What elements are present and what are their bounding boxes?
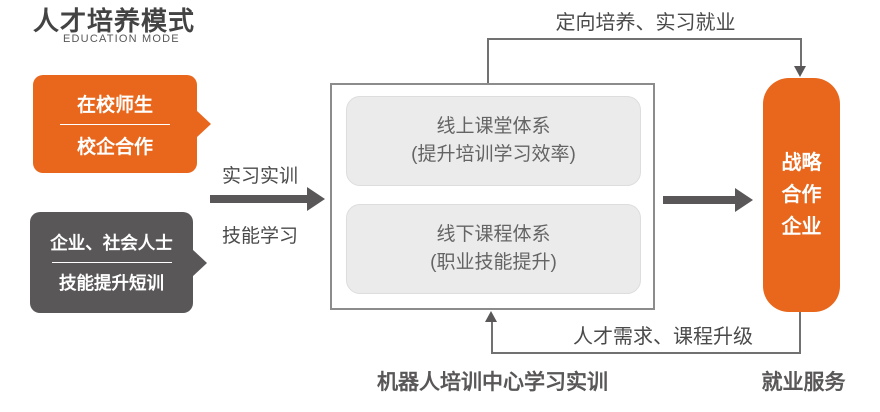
page-subtitle: EDUCATION MODE xyxy=(63,33,180,45)
bottom-flow-label: 人才需求、课程升级 xyxy=(573,326,753,348)
course-subtitle: (职业技能提升) xyxy=(430,252,557,273)
arrowhead-up-icon xyxy=(485,311,497,322)
connector-line xyxy=(487,38,489,83)
pill-line: 战略 xyxy=(781,152,822,174)
arrow-shaft xyxy=(663,196,736,204)
course-subtitle: (提升培训学习效率) xyxy=(411,144,576,165)
arrow-shaft xyxy=(210,195,308,203)
callout-line-1: 企业、社会人士 xyxy=(50,233,173,253)
top-flow-label: 定向培养、实习就业 xyxy=(555,12,736,34)
training-center-caption: 机器人培训中心学习实训 xyxy=(377,371,608,394)
arrow-right-icon xyxy=(663,188,753,212)
page-title: 人才培养模式 xyxy=(33,6,196,36)
connector-line xyxy=(799,312,801,354)
training-center-container: 线上课堂体系 (提升培训学习效率) 线下课程体系 (职业技能提升) xyxy=(330,83,655,310)
employment-service-caption: 就业服务 xyxy=(761,371,846,394)
pill-line: 合作 xyxy=(781,184,822,206)
callout-divider xyxy=(51,262,172,263)
offline-course-box: 线下课程体系 (职业技能提升) xyxy=(346,204,641,294)
strategic-partner-box: 战略 合作 企业 xyxy=(763,78,840,312)
callout-line-2: 技能提升短训 xyxy=(59,273,164,293)
online-course-box: 线上课堂体系 (提升培训学习效率) xyxy=(346,96,641,186)
callout-pointer-icon xyxy=(196,110,211,138)
course-title: 线下课程体系 xyxy=(436,224,551,246)
callout-pointer-icon xyxy=(192,248,207,277)
mid-arrow-label-bottom: 技能学习 xyxy=(222,226,299,247)
pill-line: 企业 xyxy=(781,216,822,238)
callout-school-staff: 在校师生 校企合作 xyxy=(33,75,211,173)
connector-line xyxy=(491,322,493,352)
callout-line-1: 在校师生 xyxy=(76,94,153,116)
arrow-head xyxy=(735,188,753,212)
callout-divider xyxy=(60,123,170,125)
arrow-right-icon xyxy=(210,187,325,211)
connector-line xyxy=(487,38,802,40)
connector-line xyxy=(800,38,802,68)
callout-line-2: 校企合作 xyxy=(76,136,153,158)
course-title: 线上课堂体系 xyxy=(436,116,551,138)
arrow-head xyxy=(307,187,325,211)
arrowhead-down-icon xyxy=(794,66,806,77)
callout-enterprise-public: 企业、社会人士 技能提升短训 xyxy=(30,212,207,313)
connector-line xyxy=(491,352,801,354)
mid-arrow-label-top: 实习实训 xyxy=(222,166,299,187)
